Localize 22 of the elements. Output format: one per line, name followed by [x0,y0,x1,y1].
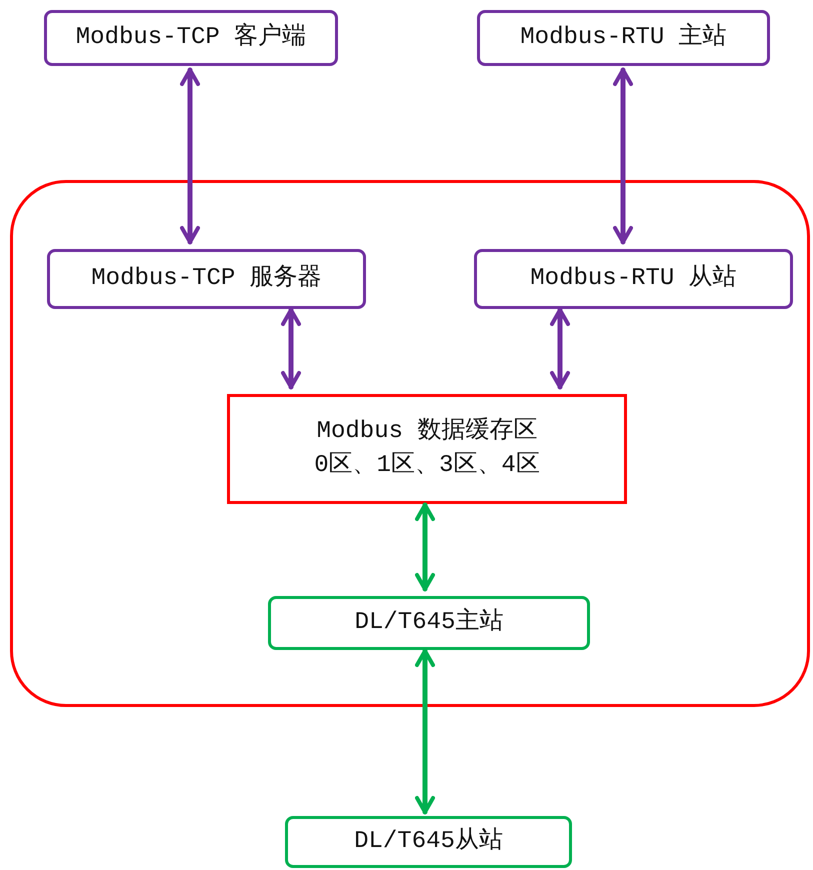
node-label: Modbus-TCP 服务器 [91,264,322,294]
double-arrow [550,308,570,390]
node-label: 0区、1区、3区、4区 [314,451,540,481]
server-box [47,249,366,309]
node-label: Modbus-RTU 主站 [520,23,727,53]
client-box [44,10,338,66]
slave-box [474,249,793,309]
node-label: Modbus-RTU 从站 [530,264,737,294]
node-label: DL/T645主站 [354,608,504,638]
system-boundary [10,180,810,707]
double-arrow [613,68,633,244]
double-arrow [415,648,435,814]
node-label: Modbus-TCP 客户端 [76,23,306,53]
double-arrow [281,308,301,390]
master-box [477,10,770,66]
slave-box [285,816,572,868]
buffer-box [227,394,627,504]
master-box [268,596,590,650]
double-arrow [415,502,435,592]
double-arrow [180,68,200,244]
node-label: Modbus 数据缓存区 [316,417,538,447]
node-label: DL/T645从站 [354,827,503,857]
